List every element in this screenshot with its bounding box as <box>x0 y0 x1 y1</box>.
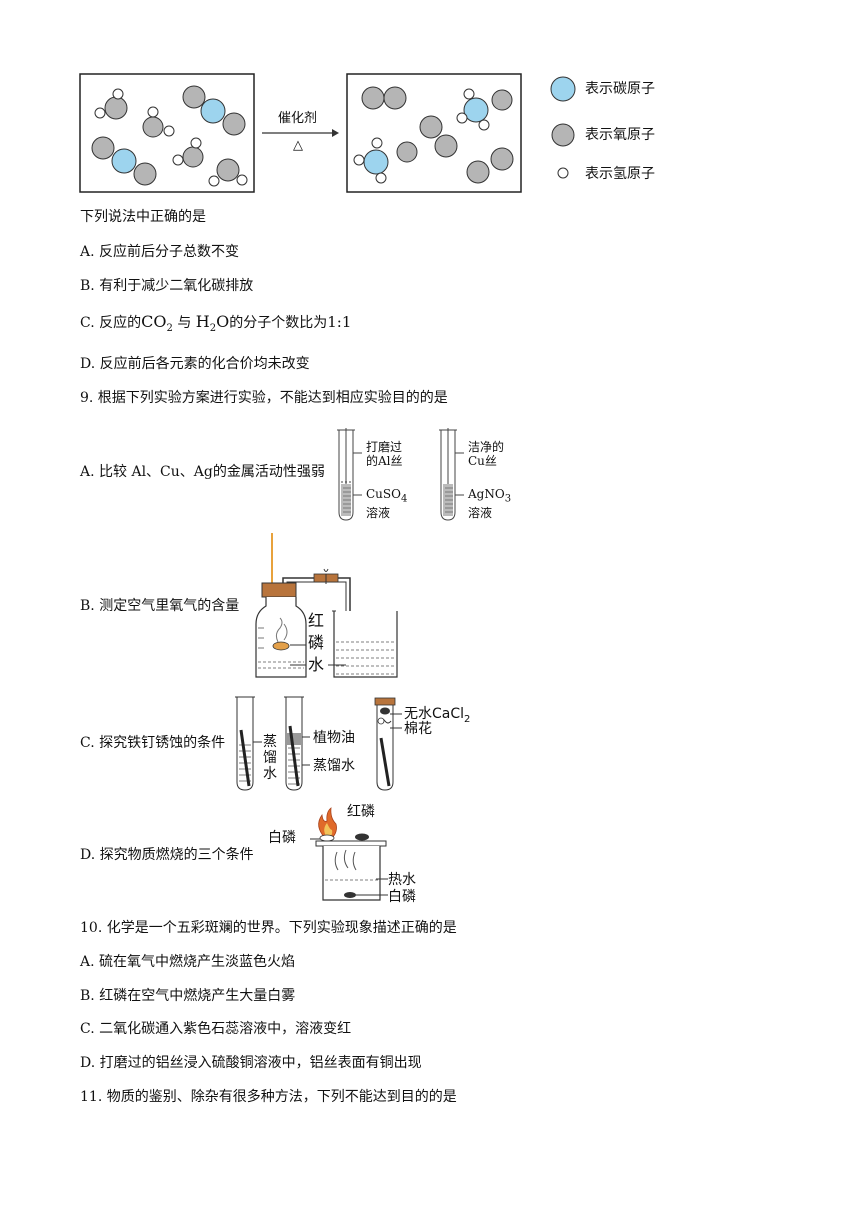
q9-option-d: D. 探究物质燃烧的三个条件 <box>80 847 254 863</box>
q10-stem: 10. 化学是一个五彩斑斓的世界。下列实验现象描述正确的是 <box>80 920 457 936</box>
q8-c-and: 与 <box>177 315 192 331</box>
q8-c-prefix: C. 反应的 <box>80 315 142 331</box>
heat-symbol: △ <box>293 138 303 153</box>
combustion-conditions-figure <box>310 807 388 901</box>
oxygen-content-apparatus-figure <box>255 533 398 678</box>
iron-nail-rusting-figure <box>235 696 402 791</box>
q10-option-a: A. 硫在氧气中燃烧产生淡蓝色火焰 <box>80 954 296 970</box>
q8-c-ratio: 1:1 <box>327 313 352 331</box>
q10-option-c: C. 二氧化碳通入紫色石蕊溶液中，溶液变红 <box>80 1021 352 1037</box>
formula-co2: CO2 <box>141 312 173 335</box>
test-tubes-metal-figure <box>337 428 464 521</box>
water-label: 水 <box>308 655 325 674</box>
hot-water-label: 热水 <box>388 872 416 888</box>
vegetable-oil-label: 植物油 <box>313 730 355 746</box>
red-phosphorus-top-label: 红磷 <box>347 804 375 820</box>
q10-option-d: D. 打磨过的铝丝浸入硫酸铜溶液中，铝丝表面有铜出现 <box>80 1055 422 1071</box>
q8-option-d: D. 反应前后各元素的化合价均未改变 <box>80 356 310 372</box>
q11-stem: 11. 物质的鉴别、除杂有很多种方法，下列不能达到目的的是 <box>80 1089 457 1105</box>
red-phosphorus-label-1: 红 <box>308 611 325 630</box>
q8-option-a: A. 反应前后分子总数不变 <box>80 244 240 260</box>
red-phosphorus-label-2: 磷 <box>308 633 325 652</box>
q10-option-b: B. 红磷在空气中燃烧产生大量白雾 <box>80 988 296 1004</box>
tube1-wire-label: 打磨过的Al丝 <box>366 440 403 468</box>
q9-option-c: C. 探究铁钉锈蚀的条件 <box>80 735 226 751</box>
q8-option-b: B. 有利于减少二氧化碳排放 <box>80 278 254 294</box>
q9-stem: 9. 根据下列实验方案进行实验，不能达到相应实验目的的是 <box>80 390 448 406</box>
distilled-water-label-vertical: 蒸馏水 <box>263 734 277 782</box>
cotton-label: 棉花 <box>404 721 432 737</box>
catalyst-label: 催化剂 <box>278 111 318 126</box>
white-phosphorus-bottom-label: 白磷 <box>388 889 416 905</box>
legend-hydrogen: 表示氢原子 <box>585 166 655 182</box>
q9-option-b: B. 测定空气里氧气的含量 <box>80 598 240 614</box>
q8-c-suffix: 的分子个数比为 <box>229 315 328 331</box>
distilled-water-label: 蒸馏水 <box>313 758 355 774</box>
anhydrous-cacl2-label: 无水CaCl2 <box>404 706 471 725</box>
q8-option-c: C. 反应的CO2 与 H2O的分子个数比为1:1 <box>80 313 351 338</box>
legend-oxygen: 表示氧原子 <box>585 127 655 143</box>
reaction-diagram <box>79 73 576 193</box>
q9-option-a: A. 比较 Al、Cu、Ag的金属活动性强弱 <box>80 464 325 480</box>
legend-carbon: 表示碳原子 <box>585 81 655 97</box>
q8-stem: 下列说法中正确的是 <box>80 209 206 225</box>
formula-h2o: H2O <box>195 312 230 335</box>
white-phosphorus-left-label: 白磷 <box>268 830 296 846</box>
